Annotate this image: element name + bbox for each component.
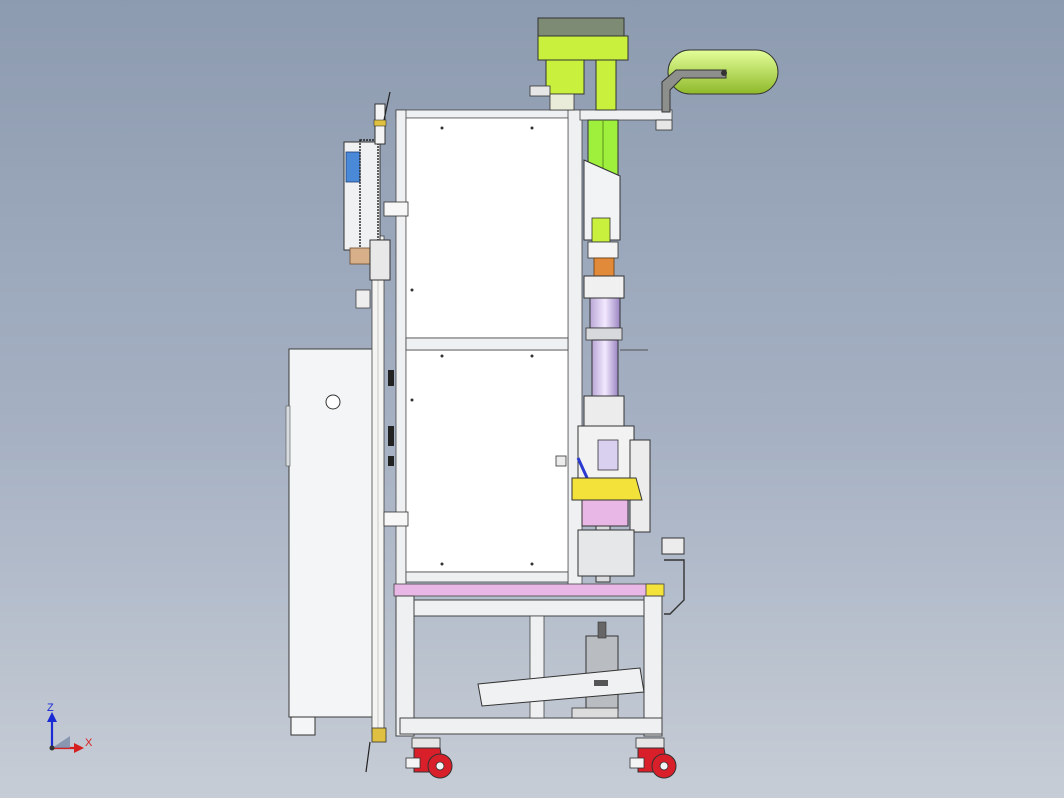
axis-triad: Z X — [47, 702, 93, 753]
work-light — [661, 49, 779, 113]
cabinet-door-knob — [325, 394, 341, 410]
lower-frame — [393, 537, 685, 737]
x-axis-label: X — [85, 737, 93, 749]
spindle-assembly — [555, 159, 651, 583]
electrical-cabinet — [285, 348, 383, 736]
caster-right — [629, 737, 677, 779]
caster-left — [405, 737, 453, 779]
upper-frame — [383, 109, 673, 591]
left-cable-tower — [343, 91, 394, 773]
z-axis-label: Z — [47, 702, 54, 714]
